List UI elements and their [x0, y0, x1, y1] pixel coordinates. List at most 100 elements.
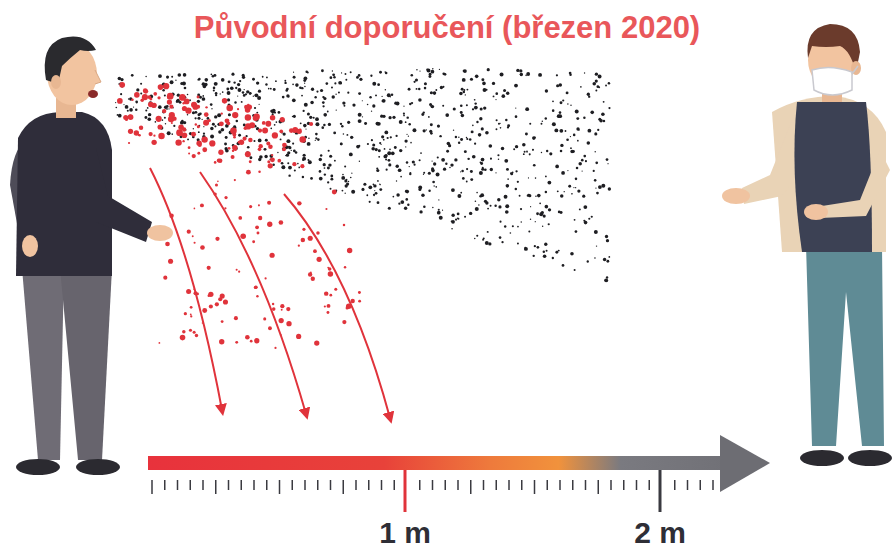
aerosol-dot	[371, 147, 375, 151]
aerosol-dot	[330, 175, 333, 178]
droplet-dot	[280, 304, 284, 308]
aerosol-dot	[323, 163, 326, 166]
droplet-dot	[327, 267, 329, 269]
aerosol-dot	[458, 142, 460, 144]
aerosol-dot	[379, 71, 382, 74]
aerosol-dot	[420, 152, 422, 154]
aerosol-dot	[211, 73, 213, 75]
aerosol-dot	[423, 129, 426, 132]
aerosol-dot	[211, 108, 212, 109]
aerosol-dot	[504, 225, 506, 227]
aerosol-dot	[346, 179, 348, 181]
aerosol-dot	[480, 193, 484, 197]
droplet-dot	[255, 225, 259, 229]
aerosol-dot	[235, 87, 237, 89]
aerosol-dot	[579, 208, 581, 210]
aerosol-dot	[433, 91, 437, 95]
aerosol-dot	[376, 169, 379, 172]
aerosol-dot	[446, 150, 449, 153]
tick	[304, 480, 306, 490]
aerosol-dot	[266, 76, 268, 78]
aerosol-dot	[430, 91, 433, 94]
aerosol-dot	[345, 73, 347, 75]
aerosol-dot	[430, 123, 433, 126]
aerosol-dot	[362, 116, 363, 117]
aerosol-dot	[569, 73, 571, 75]
aerosol-dot	[303, 124, 307, 128]
aerosol-dot	[479, 117, 482, 120]
droplet-dot	[167, 100, 172, 105]
aerosol-dot	[541, 211, 544, 214]
aerosol-dot	[202, 119, 203, 120]
aerosol-dot	[481, 158, 485, 162]
aerosol-dot	[451, 214, 454, 217]
aerosol-dot	[470, 78, 473, 81]
aerosol-dot	[389, 149, 391, 151]
aerosol-dot	[529, 153, 531, 155]
aerosol-dot	[503, 89, 506, 92]
droplet-dot	[237, 108, 239, 110]
aerosol-dot	[421, 113, 424, 116]
droplet-dot	[314, 340, 319, 345]
aerosol-dot	[210, 134, 214, 138]
droplet-dot	[208, 295, 210, 297]
droplet-dot	[235, 341, 238, 344]
aerosol-dot	[474, 102, 476, 104]
aerosol-dot	[265, 139, 268, 142]
aerosol-dot	[607, 163, 608, 164]
aerosol-dot	[466, 89, 468, 91]
droplet-dot	[134, 130, 139, 135]
droplet-dot	[196, 141, 201, 146]
droplet-dot	[258, 204, 260, 206]
droplet-dot	[208, 292, 213, 297]
droplet-dot	[226, 121, 230, 125]
droplet-dot	[191, 132, 196, 137]
aerosol-dot	[447, 142, 451, 146]
tick	[521, 480, 523, 490]
aerosol-dot	[566, 91, 569, 94]
aerosol-dot	[532, 149, 534, 151]
aerosol-dot	[523, 153, 525, 155]
aerosol-dot	[429, 103, 432, 106]
droplet-dot	[249, 205, 252, 208]
aerosol-dot	[175, 80, 176, 81]
aerosol-dot	[404, 207, 407, 210]
tick	[674, 480, 676, 490]
aerosol-dot	[308, 160, 312, 164]
droplet-dot	[272, 132, 278, 138]
droplet-dot	[190, 315, 192, 317]
aerosol-dot	[411, 74, 414, 77]
tick	[534, 480, 536, 494]
aerosol-dot	[423, 172, 425, 174]
aerosol-dot	[166, 105, 169, 108]
aerosol-dot	[409, 166, 410, 167]
aerosol-dot	[379, 184, 380, 185]
aerosol-dot	[277, 152, 278, 153]
aerosol-dot	[171, 76, 173, 78]
aerosol-dot	[333, 76, 335, 78]
tick	[419, 480, 421, 490]
aerosol-dot	[493, 95, 495, 97]
aerosol-dot	[432, 207, 433, 208]
aerosol-dot	[593, 170, 595, 172]
aerosol-dot	[135, 109, 138, 112]
aerosol-dot	[483, 106, 486, 109]
aerosol-dot	[478, 204, 480, 206]
aerosol-dot	[233, 81, 235, 83]
aerosol-dot	[449, 167, 451, 169]
aerosol-dot	[242, 74, 245, 77]
aerosol-dot	[485, 241, 489, 245]
aerosol-dot	[499, 221, 501, 223]
droplet-dot	[343, 224, 346, 227]
aerosol-dot	[461, 170, 464, 173]
aerosol-dot	[399, 120, 403, 124]
aerosol-dot	[356, 145, 359, 148]
aerosol-dot	[460, 111, 463, 114]
aerosol-dot	[147, 107, 149, 109]
droplet-dot	[214, 161, 217, 164]
aerosol-dot	[375, 192, 378, 195]
aerosol-dot	[487, 208, 489, 210]
droplet-dot	[236, 269, 238, 271]
aerosol-dot	[203, 126, 204, 127]
aerosol-dot	[286, 94, 289, 97]
